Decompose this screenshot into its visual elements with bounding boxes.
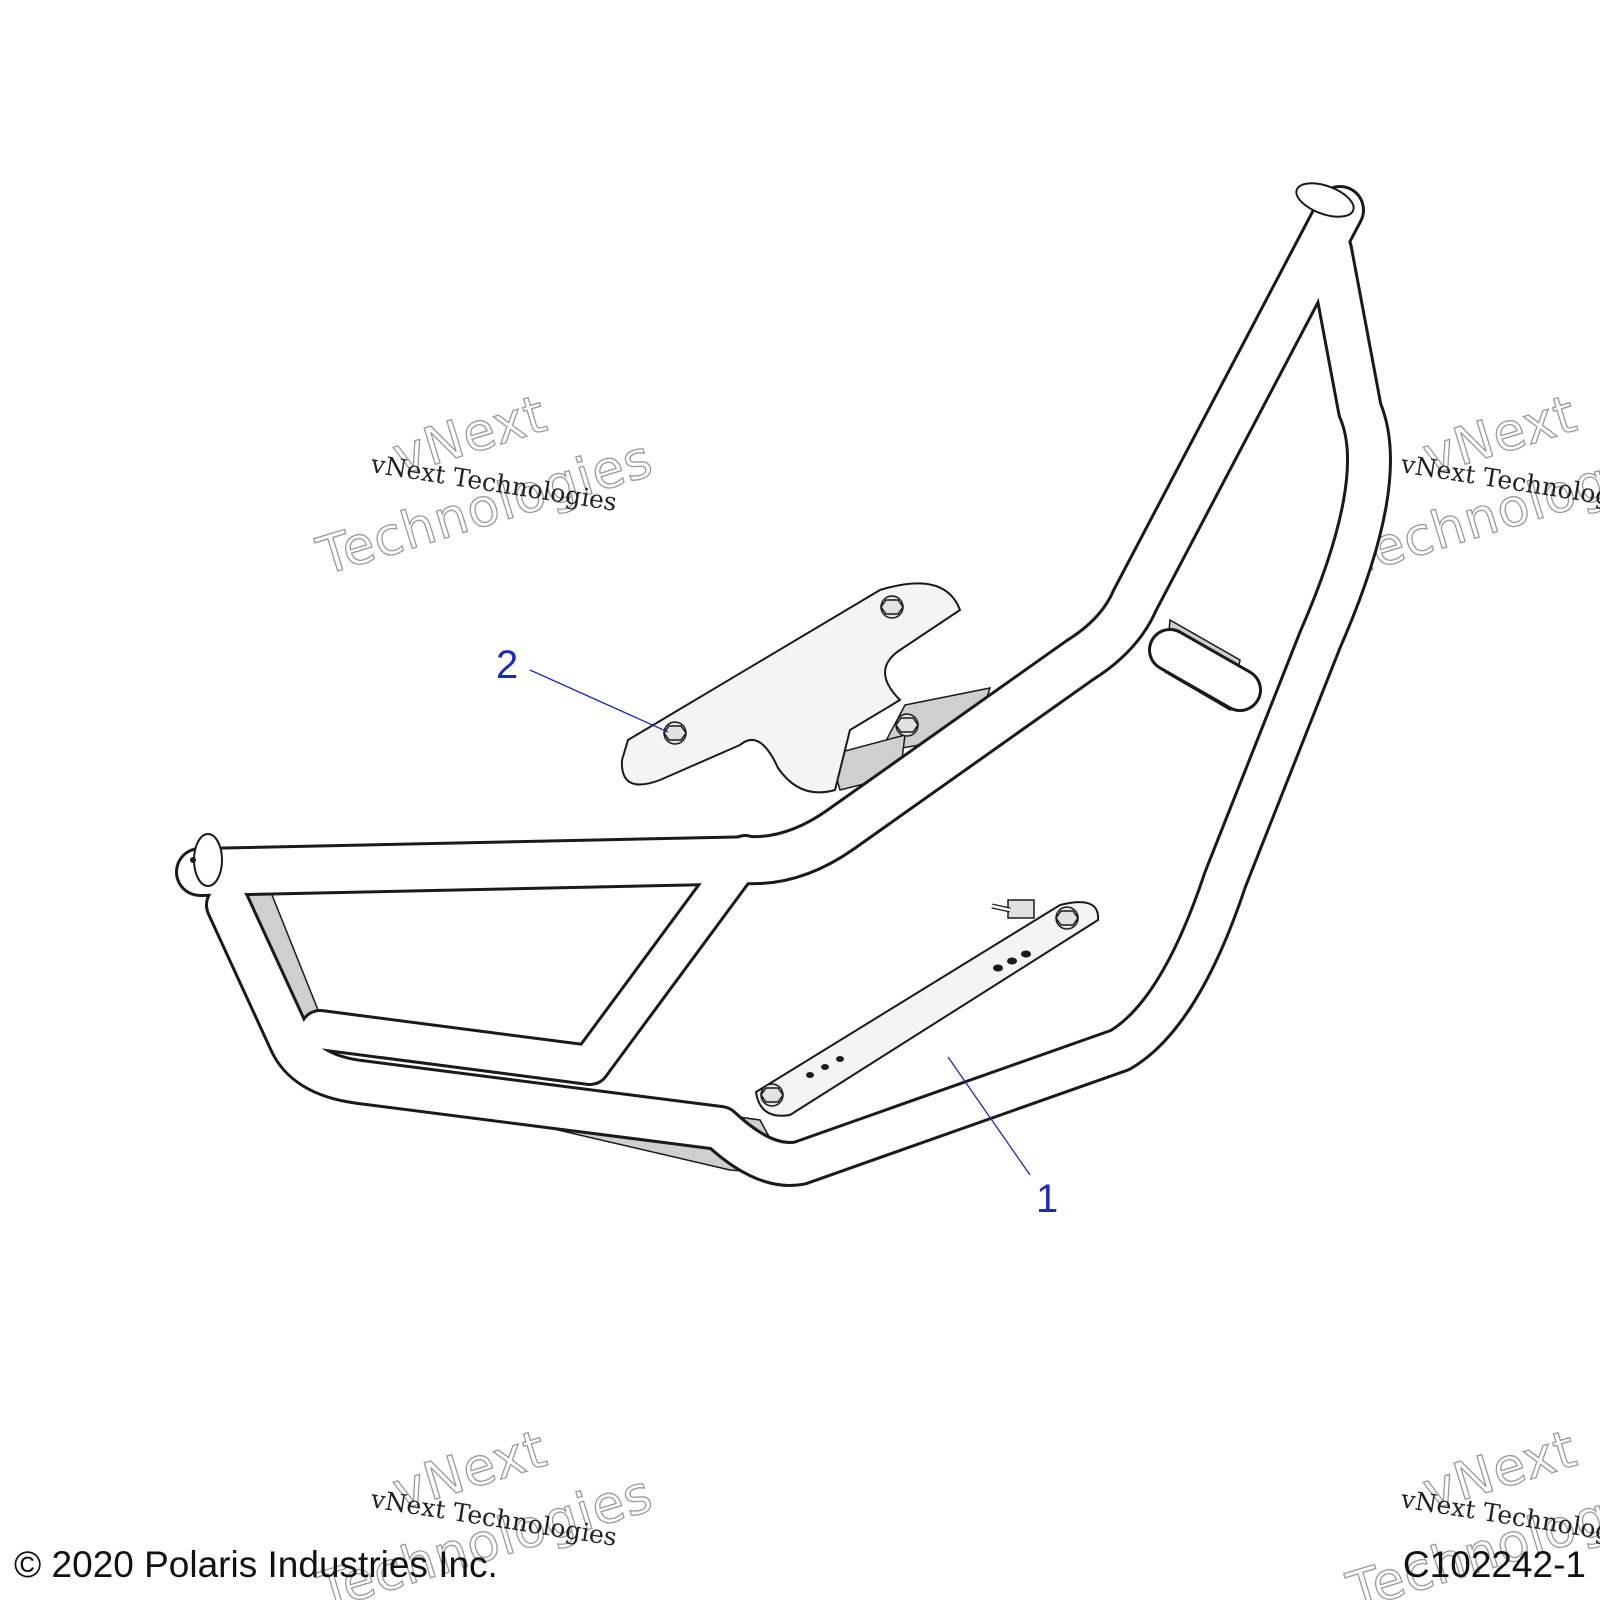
bolt-icon [663,721,687,745]
bolt-icon [1055,906,1079,930]
mounting-plate [620,582,961,794]
figure-id: C102242-1 [1402,1544,1586,1585]
callout-number: 2 [496,643,518,687]
tube-end-left [193,833,223,887]
pin-icon [991,899,1035,919]
front-bumper [175,182,1392,1187]
leader-line [529,669,669,733]
callout-2: 2 [496,643,669,733]
callout-1: 1 [947,1056,1058,1221]
bolt-icon [760,1083,784,1107]
leader-line [947,1056,1031,1176]
mounting-strip [755,901,1100,1117]
hole [1007,957,1017,965]
hole [806,1072,814,1078]
hole [836,1056,844,1062]
copyright-notice: © 2020 Polaris Industries Inc. [14,1544,498,1585]
tube-end-right [1295,182,1355,218]
watermark-top-left: vNext Technologies vNext Technologies [310,384,661,589]
bolt-icon [895,713,919,737]
hole [1021,950,1031,958]
callout-number: 1 [1036,1177,1058,1221]
hole [821,1064,829,1070]
mounting-plate-lower [755,899,1100,1117]
bolt-icon [880,595,904,619]
hole [993,964,1003,972]
